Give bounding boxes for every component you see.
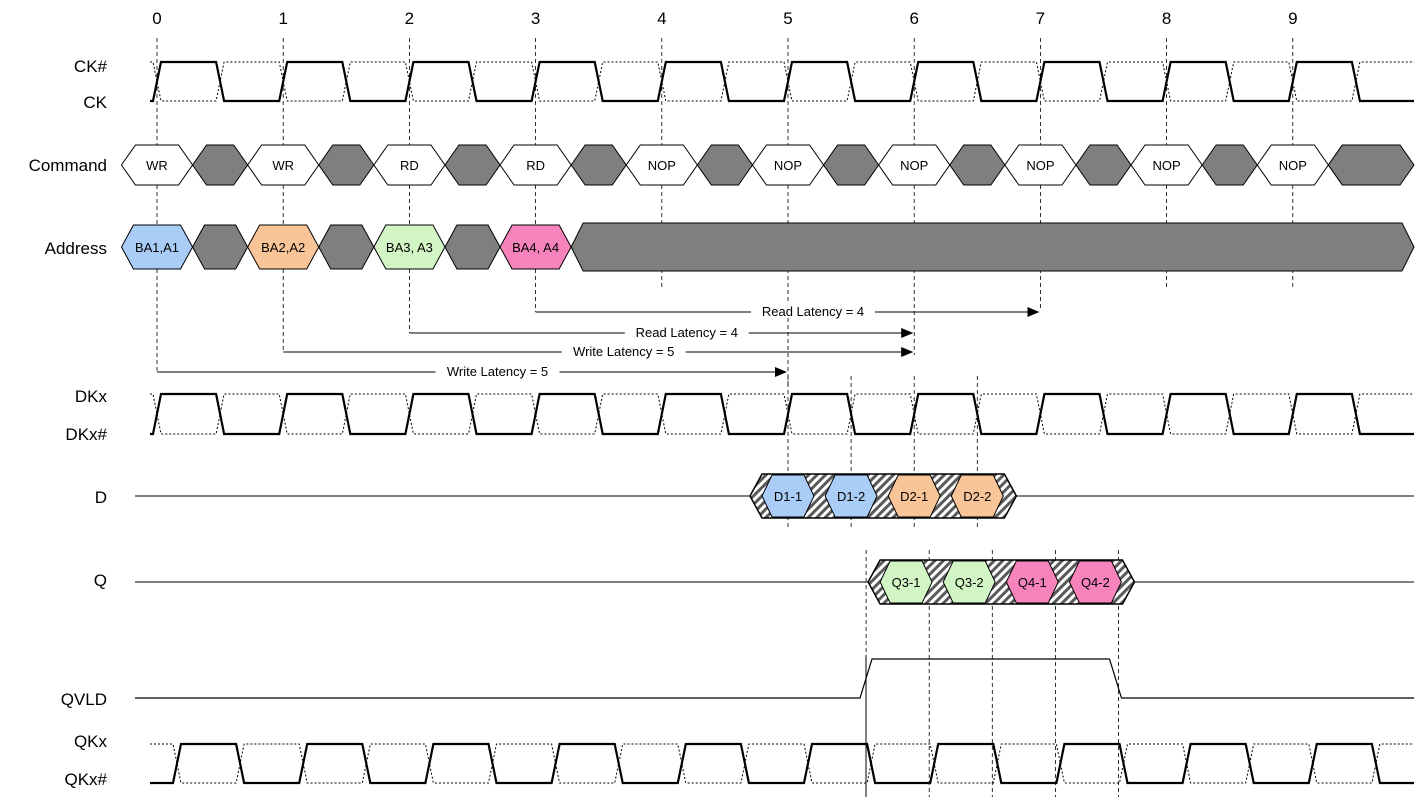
cycle-label-1: 1	[278, 9, 287, 28]
latency-label-bg	[624, 324, 749, 338]
command-label: NOP	[1279, 158, 1307, 173]
latency-arrows: Read Latency = 4 Read Latency = 4 Write La…	[157, 303, 1040, 379]
command-label: NOP	[648, 158, 676, 173]
address-label: BA2,A2	[261, 240, 305, 255]
d-beat-label: D2-1	[900, 489, 928, 504]
cycle-label-5: 5	[783, 9, 792, 28]
signal-label-command: Command	[29, 156, 107, 175]
signal-label-qkx: QKx	[74, 732, 108, 751]
clock-trace-true	[150, 60, 1414, 103]
dk-clock-waveform	[150, 392, 1414, 436]
d-data-bus: D1-1 D1-2 D2-1 D2-2	[135, 473, 1414, 519]
command-idle-cell	[191, 144, 249, 186]
command-label: NOP	[1153, 158, 1181, 173]
cycle-label-3: 3	[531, 9, 540, 28]
command-label: WR	[272, 158, 294, 173]
cycle-label-6: 6	[909, 9, 918, 28]
latency-label: Write Latency = 5	[573, 344, 674, 359]
signal-label-qkx-n: QKx#	[64, 770, 107, 789]
clock-trace-complement	[150, 393, 1414, 435]
q-beat-label: Q4-1	[1018, 575, 1047, 590]
qvld-waveform	[135, 658, 1414, 699]
qk-clock-waveform	[150, 742, 1414, 785]
address-label: BA4, A4	[512, 240, 559, 255]
d-beat-label: D1-2	[837, 489, 865, 504]
address-idle-cell	[191, 224, 249, 270]
q-beat	[942, 560, 996, 604]
latency-label-bg	[435, 363, 560, 377]
signal-label-q: Q	[94, 571, 107, 590]
command-idle-cell	[1327, 144, 1415, 186]
cycle-label-7: 7	[1036, 9, 1045, 28]
q-beat-label: Q3-1	[892, 575, 921, 590]
command-label: RD	[526, 158, 545, 173]
clock-trace-complement	[150, 743, 1414, 784]
clock-trace-complement	[150, 61, 1414, 102]
d-beat	[824, 474, 878, 518]
cycle-labels: 0 1 2 3 4 5 6 7 8 9	[152, 9, 1297, 28]
q-beat-label: Q4-2	[1081, 575, 1110, 590]
q-data-bus: Q3-1 Q3-2 Q4-1 Q4-2	[135, 559, 1414, 605]
signal-label-address: Address	[45, 239, 107, 258]
address-label: BA3, A3	[386, 240, 433, 255]
d-beat	[887, 474, 941, 518]
cycle-label-0: 0	[152, 9, 161, 28]
command-idle-cell	[1075, 144, 1132, 186]
command-idle-cell	[318, 144, 375, 186]
command-label: NOP	[900, 158, 928, 173]
clock-trace-true	[150, 392, 1414, 436]
signal-label-ck-n: CK#	[74, 57, 108, 76]
signal-label-d: D	[95, 488, 107, 507]
latency-label-bg	[561, 343, 686, 357]
d-beat-label: D2-2	[963, 489, 991, 504]
command-idle-cell	[949, 144, 1006, 186]
cycle-label-9: 9	[1288, 9, 1297, 28]
command-idle-cell	[822, 144, 880, 186]
latency-label: Read Latency = 4	[762, 304, 864, 319]
latency-label: Write Latency = 5	[447, 364, 548, 379]
signal-label-ck: CK	[83, 93, 107, 112]
d-burst	[749, 473, 1018, 519]
cycle-label-2: 2	[405, 9, 414, 28]
d-beat	[761, 474, 815, 518]
address-idle-cell	[570, 222, 1415, 272]
d-beat	[950, 474, 1004, 518]
command-label: RD	[400, 158, 419, 173]
command-idle-cell	[444, 144, 501, 186]
signal-label-dkx: DKx	[75, 387, 108, 406]
signal-label-qvld: QVLD	[61, 690, 107, 709]
q-burst	[867, 559, 1136, 605]
q-beat	[1068, 560, 1122, 604]
signal-label-dkx-n: DKx#	[65, 425, 107, 444]
command-label: WR	[146, 158, 168, 173]
d-beat-label: D1-1	[774, 489, 802, 504]
q-beat	[879, 560, 933, 604]
q-beat	[1005, 560, 1059, 604]
latency-label: Read Latency = 4	[636, 325, 738, 340]
command-label: NOP	[774, 158, 802, 173]
command-idle-cell	[696, 144, 754, 186]
address-label: BA1,A1	[135, 240, 179, 255]
address-idle-cell	[444, 224, 501, 270]
command-label: NOP	[1026, 158, 1054, 173]
command-idle-cell	[1201, 144, 1258, 186]
cycle-label-4: 4	[657, 9, 666, 28]
qvld-trace	[135, 658, 1414, 699]
ck-clock-waveform	[150, 60, 1414, 103]
signal-labels: CK# CK Command Address DKx DKx# D Q QVLD…	[29, 57, 108, 789]
cycle-label-8: 8	[1162, 9, 1171, 28]
address-bus: BA1,A1 BA2,A2 BA3, A3 BA4, A4	[120, 222, 1415, 272]
command-bus: WR WR RD RD NOP NOP NOP NOP NOP NOP	[120, 144, 1415, 186]
command-idle-cell	[570, 144, 627, 186]
clock-trace-true	[150, 742, 1414, 785]
address-idle-cell	[318, 224, 375, 270]
q-beat-label: Q3-2	[955, 575, 984, 590]
latency-label-bg	[751, 303, 875, 317]
